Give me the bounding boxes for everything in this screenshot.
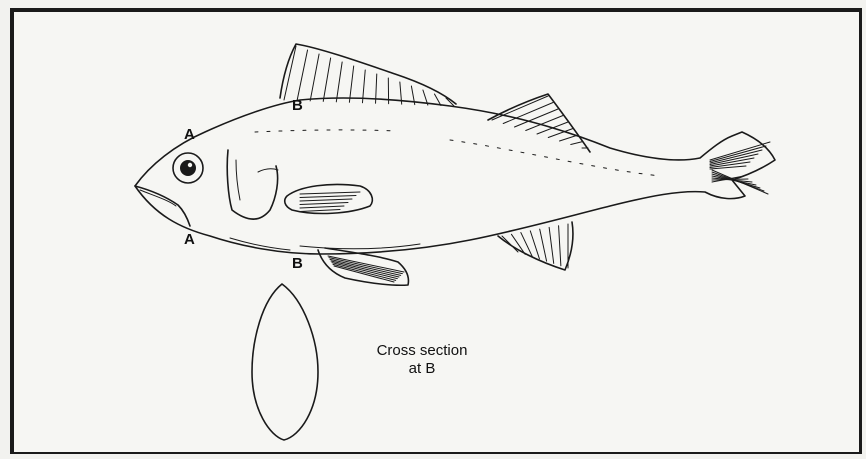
- anal-fin: [498, 222, 573, 270]
- marker-a-top: A: [184, 126, 195, 143]
- gill-cover: [227, 150, 277, 219]
- second-dorsal-fin: [488, 94, 590, 152]
- pectoral-fin: [285, 184, 373, 213]
- fish-body: [135, 98, 775, 254]
- marker-b-top: B: [292, 97, 303, 114]
- fish-eye: [173, 153, 203, 183]
- lateral-line: [255, 130, 395, 132]
- cross-section-caption: Cross section at B: [352, 342, 492, 378]
- caption-line-1: Cross section: [352, 342, 492, 360]
- dorsal-fin: [280, 44, 456, 106]
- marker-b-bottom: B: [292, 255, 303, 272]
- cross-section-shape: [252, 284, 318, 440]
- caption-line-2: at B: [352, 360, 492, 378]
- mouth-line: [135, 186, 190, 226]
- marker-a-bottom: A: [184, 231, 195, 248]
